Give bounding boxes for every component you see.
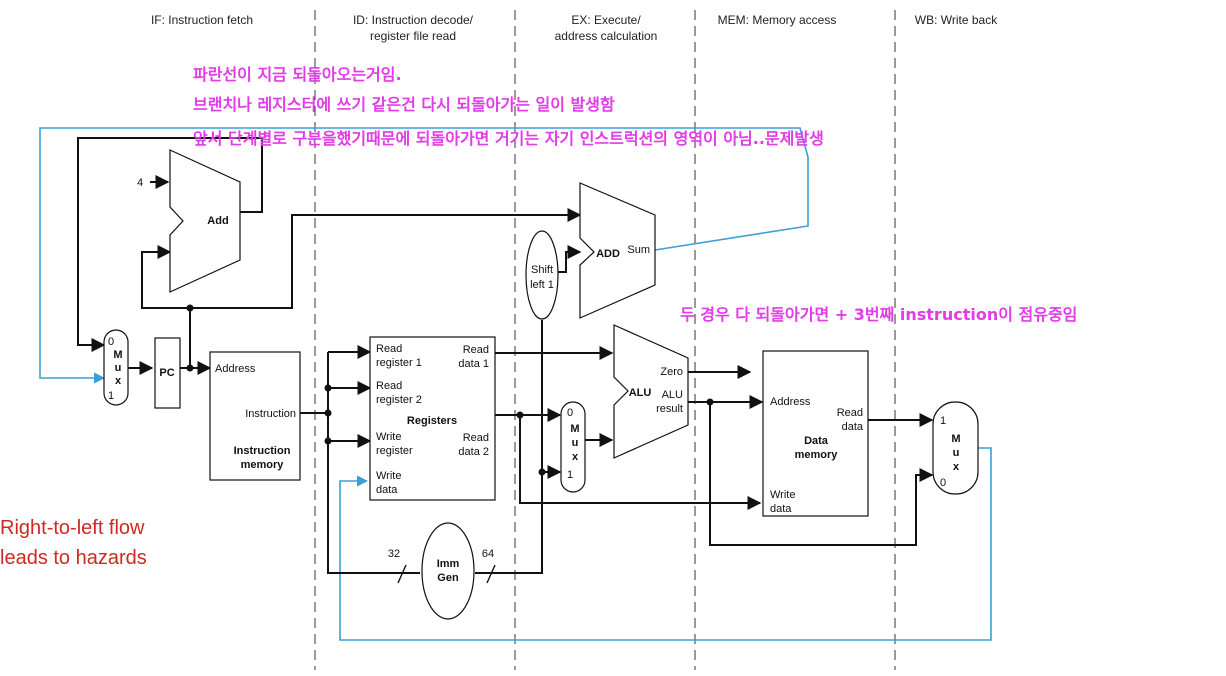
pc-mux-bottom: 1 xyxy=(108,390,114,402)
alu-src-mux xyxy=(560,401,586,493)
dmem-address-label: Address xyxy=(770,396,811,408)
alu-result-label-1: ALU xyxy=(662,389,683,401)
alu-mux-bottom: 1 xyxy=(567,469,573,481)
imm-gen xyxy=(421,522,475,620)
dmem-write-2: data xyxy=(770,503,792,515)
wire-add-to-mux xyxy=(77,137,263,352)
note-line-2: 브랜치나 레지스터에 쓰기 같은건 다시 되돌아가는 일이 발생함 xyxy=(193,95,615,114)
imm-in-slash xyxy=(397,564,407,584)
shift-label-2: left 1 xyxy=(530,279,554,291)
note-line-3: 앞서 단계별로 구분을했기때문에 되돌아가면 거기는 자기 인스트럭션의 영역이… xyxy=(193,129,824,148)
alu-result-label-2: result xyxy=(656,403,683,415)
wire-instr-bus xyxy=(327,352,420,574)
shift-left-unit xyxy=(525,230,559,320)
wire-pc-out xyxy=(180,310,191,369)
pc-adder-label: Add xyxy=(207,215,228,227)
dmem-write-1: Write xyxy=(770,489,795,501)
imm-in-width: 32 xyxy=(388,548,400,560)
reg-write-data-b: data xyxy=(376,484,398,496)
reg-read-data1-b: data 1 xyxy=(458,358,489,370)
wire-alu-bypass xyxy=(709,402,934,546)
shift-label-1: Shift xyxy=(531,264,553,276)
imm-out-width: 64 xyxy=(482,548,494,560)
constant-four: 4 xyxy=(137,177,143,189)
dmem-read-1: Read xyxy=(837,407,863,419)
reg-title: Registers xyxy=(407,415,457,427)
pc-mux-m: M xyxy=(113,349,122,361)
wire-pc-to-branch-add xyxy=(190,208,582,309)
wire-readdata2 xyxy=(495,414,762,510)
program-counter-label: PC xyxy=(159,367,174,379)
reg-write-data-a: Write xyxy=(376,470,401,482)
reg-write-reg-a: Write xyxy=(376,431,401,443)
junction-dots xyxy=(186,304,714,476)
branch-adder xyxy=(579,182,656,319)
wb-mux-u: u xyxy=(953,447,960,459)
note-line-1: 파란선이 지금 되돌아오는거임. xyxy=(193,65,402,84)
stage-ex-subtitle: address calculation xyxy=(555,29,658,43)
imem-address-label: Address xyxy=(215,363,256,375)
imm-gen-label-1: Imm xyxy=(437,558,460,570)
branch-feedback-wire xyxy=(39,127,809,384)
reg-read-reg2-b: register 2 xyxy=(376,394,422,406)
branch-adder-label: ADD xyxy=(596,248,620,260)
data-memory xyxy=(762,350,869,517)
pc-adder xyxy=(169,149,241,293)
dmem-read-2: data xyxy=(842,421,864,433)
wb-mux-x: x xyxy=(953,461,960,473)
alu-label: ALU xyxy=(629,387,652,399)
pc-mux-top: 0 xyxy=(108,336,114,348)
writeback-feedback-wire xyxy=(339,447,992,641)
stage-if-title: IF: Instruction fetch xyxy=(151,13,253,27)
alu-mux-m: M xyxy=(570,423,579,435)
hazard-line-1: Right-to-left flow xyxy=(0,517,145,539)
imem-title-2: memory xyxy=(241,459,285,471)
imm-gen-label-2: Gen xyxy=(437,572,459,584)
wb-mux-bottom: 0 xyxy=(940,477,946,489)
alu-mux-x: x xyxy=(572,451,579,463)
alu-zero-label: Zero xyxy=(660,366,683,378)
dmem-title-1: Data xyxy=(804,435,829,447)
imem-title-1: Instruction xyxy=(234,445,291,457)
reg-read-reg2-a: Read xyxy=(376,380,402,392)
imm-out-slash xyxy=(486,564,496,584)
program-counter xyxy=(154,337,181,409)
reg-read-data2-b: data 2 xyxy=(458,446,489,458)
stage-id-title: ID: Instruction decode/ xyxy=(353,13,474,27)
branch-adder-sum: Sum xyxy=(627,244,650,256)
wb-mux-top: 1 xyxy=(940,415,946,427)
reg-read-reg1-a: Read xyxy=(376,343,402,355)
imem-instruction-label: Instruction xyxy=(245,408,296,420)
hazard-line-2: leads to hazards xyxy=(0,547,147,569)
dmem-title-2: memory xyxy=(795,449,839,461)
wb-mux-m: M xyxy=(951,433,960,445)
note-line-4: 두 경우 다 되돌아가면 + 3번째 instruction이 점유중임 xyxy=(680,305,1077,324)
reg-read-reg1-b: register 1 xyxy=(376,357,422,369)
alu-mux-u: u xyxy=(572,437,579,449)
stage-id-subtitle: register file read xyxy=(370,29,456,43)
instruction-memory xyxy=(209,351,301,481)
pc-mux xyxy=(103,329,129,406)
wire-shift-to-add xyxy=(558,245,582,273)
stage-mem-title: MEM: Memory access xyxy=(718,13,837,27)
reg-read-data1-a: Read xyxy=(463,344,489,356)
stage-ex-title: EX: Execute/ xyxy=(571,13,641,27)
stage-wb-title: WB: Write back xyxy=(915,13,998,27)
reg-write-reg-b: register xyxy=(376,445,413,457)
wire-immgen-out xyxy=(475,465,562,574)
alu-mux-top: 0 xyxy=(567,407,573,419)
reg-read-data2-a: Read xyxy=(463,432,489,444)
writeback-mux xyxy=(932,401,979,495)
register-file xyxy=(369,336,496,501)
pc-mux-u: u xyxy=(115,362,122,374)
alu xyxy=(613,324,689,459)
pc-mux-x: x xyxy=(115,375,122,387)
